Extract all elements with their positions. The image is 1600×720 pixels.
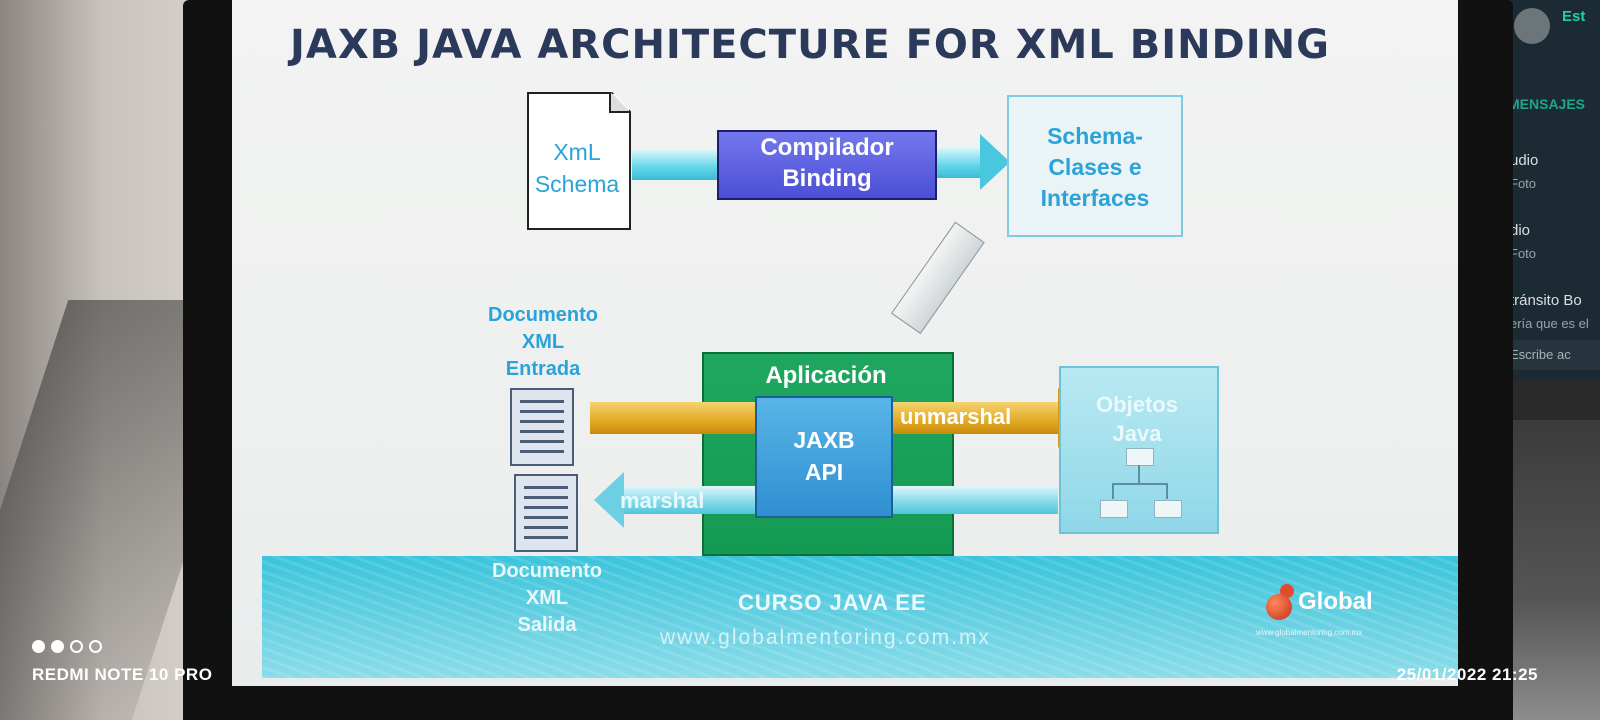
chat-title: udio [1510, 152, 1539, 169]
binding-compiler-box: Compilador Binding [717, 130, 937, 200]
dot-icon [70, 640, 83, 653]
document-fold-icon [609, 92, 629, 113]
camera-timestamp: 25/01/2022 21:25 [1396, 665, 1538, 684]
output-xml-document-icon [514, 474, 578, 552]
dot-icon [51, 640, 64, 653]
messaging-window: Est MENSAJES udio Foto dio Foto tránsito… [1500, 0, 1600, 380]
chat-title: tránsito Bo [1510, 292, 1582, 309]
arrow-head-icon [594, 472, 624, 528]
unmarshal-label: unmarshal [900, 404, 1012, 429]
object-tree-node-icon [1154, 500, 1182, 518]
dot-icon [89, 640, 102, 653]
course-name: CURSO JAVA EE [738, 590, 927, 615]
object-tree-node-icon [1126, 448, 1154, 466]
object-tree-node-icon [1100, 500, 1128, 518]
messages-section-label: MENSAJES [1508, 96, 1586, 112]
object-tree-edge [1166, 483, 1168, 499]
footer-band [262, 556, 1458, 678]
slide: JAXB JAVA ARCHITECTURE FOR XML BINDING X… [232, 0, 1458, 686]
brand-logo: Global [1298, 588, 1373, 615]
logo-globe-icon [1266, 594, 1292, 620]
object-tree-edge [1138, 465, 1140, 483]
compiler-to-classes-arrow [933, 148, 981, 178]
java-objects-label: Objetos Java [1096, 392, 1178, 446]
output-document-label: Documento XML Salida [492, 560, 602, 636]
input-xml-document-icon [510, 388, 574, 466]
schema-to-compiler-arrow [632, 150, 722, 180]
dot-icon [32, 640, 45, 653]
messaging-header: Est [1562, 8, 1586, 25]
xml-schema-document-icon [527, 92, 631, 230]
chat-preview: Foto [1510, 176, 1537, 191]
arrow-head-icon [980, 134, 1010, 190]
logo-url: www.globalmentoring.com.mx [1256, 628, 1363, 637]
input-document-label: Documento XML Entrada [488, 304, 598, 380]
chat-preview: ería que es el [1510, 316, 1589, 331]
jaxb-api-box: JAXB API [755, 396, 893, 518]
slide-title: JAXB JAVA ARCHITECTURE FOR XML BINDING [290, 22, 1330, 68]
object-tree-edge [1112, 483, 1168, 485]
website-url: www.globalmentoring.com.mx [660, 626, 991, 649]
camera-watermark-dots [32, 640, 108, 658]
classes-to-application-arrow [891, 221, 985, 335]
footer-texture [262, 556, 1458, 678]
marshal-label: marshal [620, 488, 705, 513]
application-label: Aplicación [765, 362, 887, 389]
message-search-input: Escribe ac [1504, 340, 1600, 370]
object-tree-edge [1112, 483, 1114, 499]
avatar [1514, 8, 1550, 44]
xml-schema-label: XmL Schema [534, 139, 620, 197]
chat-title: dio [1510, 222, 1531, 239]
camera-model-watermark: REDMI NOTE 10 PRO [32, 665, 213, 684]
schema-classes-box: Schema- Clases e Interfaces [1007, 95, 1183, 237]
chat-preview: Foto [1510, 246, 1537, 261]
